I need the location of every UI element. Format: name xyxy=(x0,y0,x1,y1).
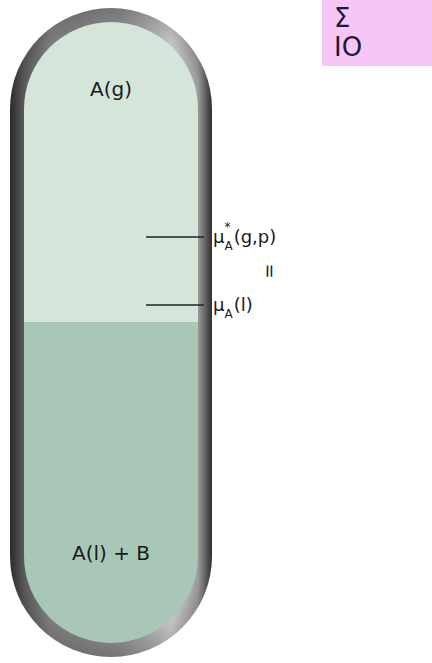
leader-line xyxy=(146,236,204,238)
potential-symbol: μ xyxy=(213,296,224,314)
heading-text: ΙΟ xyxy=(322,33,432,62)
equality-sign: = xyxy=(261,263,279,278)
potential-symbol: μ xyxy=(213,228,224,246)
capsule-wall-shade xyxy=(10,8,212,657)
heading-text: Σ xyxy=(322,4,432,33)
potential-argument: (g,p) xyxy=(234,228,277,246)
leader-line xyxy=(146,304,204,306)
superscript: * xyxy=(224,221,230,233)
phase-label: A(l) + B xyxy=(24,542,198,564)
title-box: ΣΙΟ xyxy=(322,0,432,66)
subscript: A xyxy=(224,308,232,320)
liquid-region xyxy=(24,322,198,643)
subscript: A xyxy=(224,240,232,252)
phase-region: A(l) + B xyxy=(24,322,198,643)
potential-argument: (l) xyxy=(234,296,253,314)
vapour-region xyxy=(24,22,198,322)
phase-region: A(g) xyxy=(24,22,198,322)
phase-label: A(g) xyxy=(24,78,198,100)
capsule-wall xyxy=(10,8,212,657)
